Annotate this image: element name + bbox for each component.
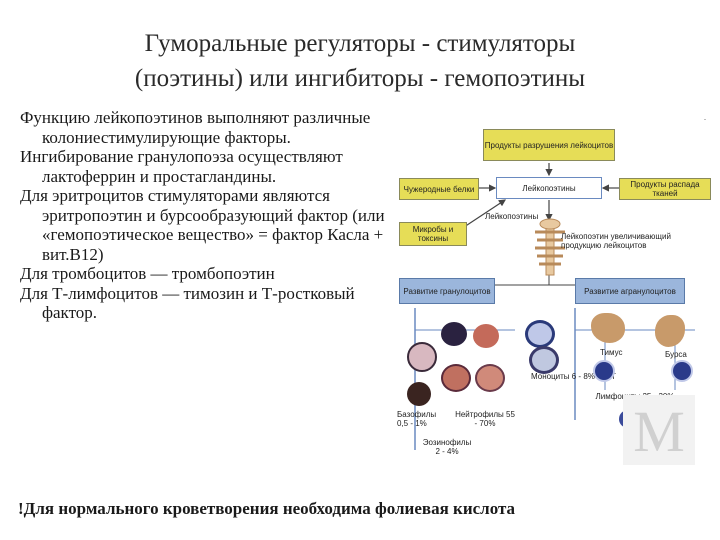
label-bone-marrow-leukopoietins: Лейкопоэтины	[485, 212, 539, 221]
t-lymphocyte-icon	[593, 360, 615, 382]
paragraph-inhibition: Ингибирование гранулопоэза осуществляют …	[20, 147, 343, 186]
neutrophil-cell-icon-2	[475, 364, 505, 392]
paragraph-leukopoietins: Функцию лейкопоэтинов выполняют различны…	[20, 108, 371, 147]
title-line-2: (поэтины) или ингибиторы - гемопоэтины	[134, 65, 586, 92]
eosinophil-cell-icon	[441, 322, 467, 346]
watermark-logo-icon: M	[623, 395, 695, 465]
label-thymus: Тимус	[600, 348, 623, 357]
box-foreign-proteins: Чужеродные белки	[399, 178, 479, 200]
paragraph-t-lymphocytes: Для Т-лимфоцитов — тимозин и Т-ростковый…	[20, 283, 355, 323]
box-granulocyte-development: Развитие гранулоцитов	[399, 278, 495, 304]
box-agranulocyte-development: Развитие агранулоцитов	[575, 278, 685, 304]
title-line-1: Гуморальные регуляторы - стимуляторы	[144, 30, 576, 57]
basophil-cell-icon	[407, 342, 437, 372]
b-lymphocyte-icon	[671, 360, 693, 382]
label-monocytes: Моноциты 6 - 8%	[531, 372, 595, 381]
eosinophil-cell-icon-2	[441, 364, 471, 392]
box-tissue-decay: Продукты распада тканей	[619, 178, 711, 200]
body-text: Функцию лейкопоэтинов выполняют различны…	[20, 108, 386, 323]
neutrophil-cell-icon	[473, 324, 499, 348]
bone-marrow-icon	[535, 218, 565, 276]
bursa-icon	[655, 315, 685, 347]
thymus-icon	[591, 313, 625, 343]
monocyte-cell-icon	[525, 320, 555, 348]
basophil-cell-icon-2	[407, 382, 431, 406]
box-microbes-toxins: Микробы и токсины	[399, 222, 467, 246]
decorative-dot: .	[704, 113, 706, 122]
box-leukopoietins: Лейкопоэтины	[496, 177, 602, 199]
paragraph-erythrocytes: Для эритроцитов стимуляторами являются э…	[20, 186, 385, 264]
label-spine-leukopoietin: Лейкопоэтин увеличивающий продукцию лейк…	[561, 232, 671, 250]
slide-title: Гуморальные регуляторы - стимуляторы (по…	[0, 26, 720, 96]
monocyte-cell-icon-2	[529, 346, 559, 374]
paragraph-thrombocytes: Для тромбоцитов — тромбопоэтин	[20, 264, 275, 283]
label-basophils: Базофилы 0,5 - 1%	[397, 410, 437, 428]
svg-text:M: M	[633, 399, 685, 464]
label-neutrophils: Нейтрофилы 55 - 70%	[455, 410, 515, 428]
box-leukocyte-breakdown: Продукты разрушения лейкоцитов	[483, 129, 615, 161]
footer-note: !Для нормального кроветворения необходим…	[18, 499, 516, 518]
label-bursa: Бурса	[665, 350, 687, 359]
label-eosinophils: Эозинофилы 2 - 4%	[422, 438, 472, 456]
leukopoiesis-diagram: Продукты разрушения лейкоцитов Чужеродны…	[395, 120, 715, 470]
